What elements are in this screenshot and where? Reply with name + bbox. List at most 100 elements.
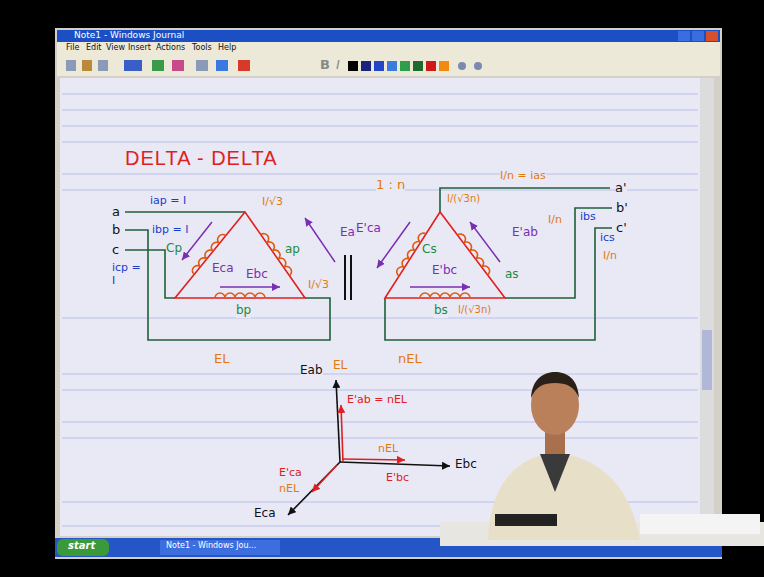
menu-item: Insert (128, 43, 151, 52)
coil-label: Cs (422, 243, 437, 257)
phasor-value: nEL (279, 483, 299, 496)
current-label: ibs (580, 211, 596, 224)
phasor-label: E'ca (279, 467, 302, 480)
toolbar-button: I (336, 58, 340, 73)
ruled-line (62, 438, 698, 439)
terminal-label: a (112, 205, 120, 220)
voltage-arrow (220, 286, 280, 288)
menu-item: Help (218, 43, 236, 52)
current-label: icp = I (112, 262, 146, 287)
phasor-label: Eca (254, 507, 276, 521)
voltage-label: E'ca (356, 222, 381, 236)
current-value: I/n (548, 214, 562, 227)
voltage-label: Eca (212, 262, 234, 276)
coil (215, 293, 265, 298)
core-bar (344, 255, 346, 300)
ruled-line (62, 422, 698, 423)
phasor (340, 462, 450, 466)
current-value: I/√3 (262, 196, 283, 209)
toolbar-icon (98, 60, 108, 71)
coils (395, 231, 492, 298)
diagram-title: DELTA - DELTA (125, 147, 278, 170)
current-label: I/n = ias (500, 170, 546, 183)
terminal-label: b (112, 223, 120, 238)
start-button-label: start (68, 540, 95, 552)
toolbar-icon (172, 60, 184, 71)
toolbar-icon (216, 60, 228, 71)
close-button (706, 31, 718, 41)
current-value: I/(√3n) (447, 193, 480, 205)
min-button (678, 31, 690, 41)
paper (640, 514, 760, 534)
delta-winding (175, 212, 305, 298)
taskbar-item-label: Note1 - Windows Jou... (166, 541, 256, 550)
ruled-line (62, 110, 698, 111)
phasor-value: EL (333, 359, 347, 373)
voltage-value: nEL (398, 352, 422, 367)
taskbar-item (160, 540, 280, 555)
terminal-label: a' (615, 181, 627, 196)
current-value: I/√3 (308, 279, 329, 292)
menu-bar (57, 42, 720, 54)
title-bar (57, 30, 720, 42)
primary-wires (125, 212, 330, 340)
phasor-value: nEL (378, 443, 398, 456)
coil (420, 293, 470, 298)
wire (125, 211, 245, 213)
terminal-label: b' (616, 201, 628, 216)
coil-label: as (505, 268, 519, 282)
toolbar-button: B (320, 58, 330, 73)
color-swatch (413, 61, 423, 71)
window-frame (55, 28, 722, 559)
voltage-value: EL (214, 352, 229, 367)
presenter-hair (531, 372, 579, 398)
delta-winding (385, 212, 505, 298)
toolbar-icon (474, 62, 482, 70)
color-swatch (374, 61, 384, 71)
voltage-label: E'bc (432, 264, 457, 278)
coil (457, 232, 491, 275)
current-label: ics (600, 232, 615, 245)
coil-label: bp (236, 304, 251, 318)
phasor (336, 380, 340, 462)
toolbar-icon (238, 60, 250, 71)
coils (190, 232, 293, 298)
coil-label: Cp (166, 242, 182, 256)
coil-label: ap (285, 243, 300, 257)
ruled-lines (62, 94, 698, 526)
menu-item: File (66, 43, 79, 52)
toolbar-icon (196, 60, 208, 71)
coil-label: bs (434, 304, 448, 318)
ruled-line (62, 318, 698, 319)
phasor (341, 405, 343, 462)
phasor-label: E'bc (386, 472, 409, 485)
tablet (495, 514, 557, 526)
phasor (342, 459, 405, 460)
color-swatch (439, 61, 449, 71)
terminal-label: c (112, 243, 119, 258)
terminal-label: c' (616, 221, 627, 236)
max-button (692, 31, 704, 41)
start-button (57, 539, 109, 556)
current-label: ibp = I (152, 224, 188, 237)
color-swatch (387, 61, 397, 71)
scroll-thumb (702, 330, 712, 390)
ruled-line (62, 174, 698, 175)
phasor-label: Eab (300, 364, 323, 378)
voltage-arrow (377, 222, 410, 268)
color-swatch (361, 61, 371, 71)
ruled-line (62, 126, 698, 127)
secondary-wires (385, 188, 612, 340)
menu-item: View (106, 43, 125, 52)
core-bar (350, 255, 352, 300)
color-swatch (400, 61, 410, 71)
menu-item: Actions (156, 43, 185, 52)
voltage-arrow (410, 286, 470, 288)
ruled-line (62, 94, 698, 95)
note-page (60, 78, 700, 536)
current-value: I/n (603, 250, 617, 263)
voltage-arrows (182, 218, 335, 287)
presenter-neck (545, 432, 565, 454)
